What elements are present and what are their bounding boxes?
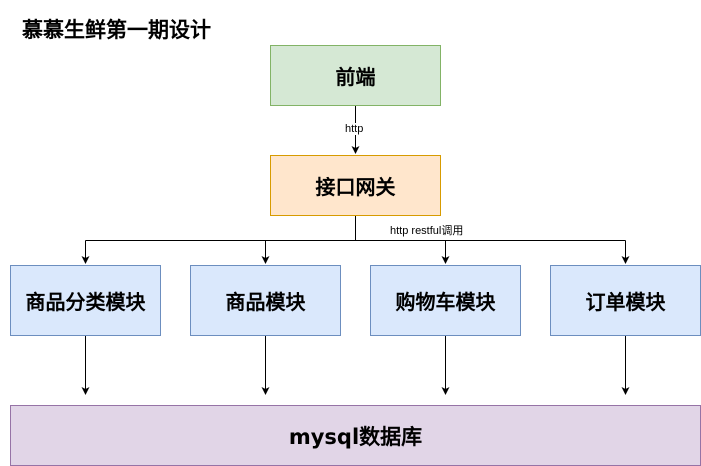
frontend-node-label: 前端 [335,65,376,89]
database-node-label: mysql数据库 [288,424,423,449]
api-gateway-node[interactable]: 接口网关 [270,155,441,216]
diagram-title: 慕慕生鲜第一期设计 [22,18,211,42]
database-node[interactable]: mysql数据库 [10,405,701,466]
product-module-label: 商品模块 [225,290,306,314]
edge-label-http: http [345,123,364,135]
product-module-node[interactable]: 商品模块 [190,265,341,336]
cart-module-label: 购物车模块 [395,290,496,314]
cart-module-node[interactable]: 购物车模块 [370,265,521,336]
frontend-node[interactable]: 前端 [270,45,441,106]
edge-label-restful: http restful调用 [390,222,464,238]
order-module-node[interactable]: 订单模块 [550,265,701,336]
category-module-label: 商品分类模块 [25,290,146,314]
api-gateway-node-label: 接口网关 [315,175,396,199]
category-module-node[interactable]: 商品分类模块 [10,265,161,336]
order-module-label: 订单模块 [585,290,666,314]
